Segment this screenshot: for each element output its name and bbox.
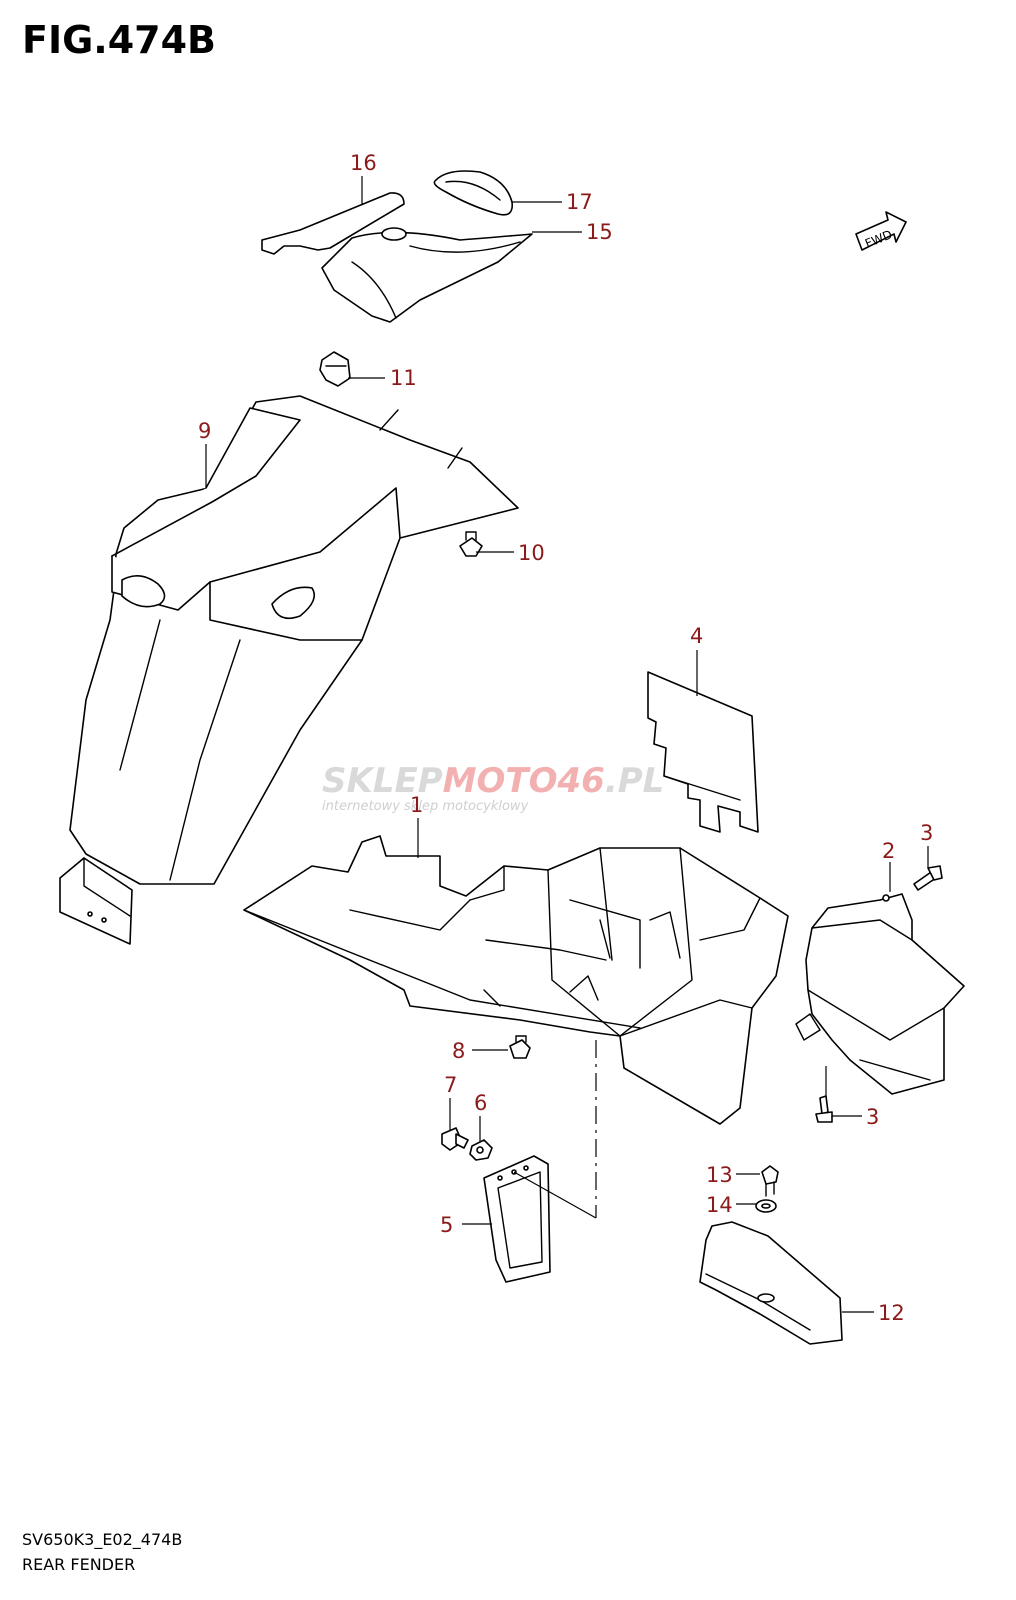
part-16-strap [261, 192, 405, 255]
callout-9: 9 [198, 419, 211, 443]
watermark-brand-part4: .PL [605, 761, 665, 801]
part-6-nut [469, 1139, 493, 1161]
callout-16: 16 [350, 151, 377, 175]
watermark: SKLEPMOTO46.PL internetowy sklep motocyk… [322, 761, 664, 814]
part-5-bracket [483, 1155, 551, 1283]
part-8-bolt [509, 1035, 531, 1059]
part-3-screw-upper [913, 865, 943, 891]
part-11-clip [319, 351, 351, 387]
callout-2: 2 [882, 839, 895, 863]
callout-8: 8 [452, 1039, 465, 1063]
part-1-inner-fender [243, 835, 789, 1125]
callout-11: 11 [390, 366, 417, 390]
callout-10: 10 [518, 541, 545, 565]
figure-code: SV650K3_E02_474B [22, 1530, 183, 1549]
part-12-plate [699, 1221, 843, 1345]
watermark-brand-part1: SKLEP [322, 761, 443, 801]
part-3-screw-lower [815, 1095, 833, 1123]
watermark-brand-part3: 46 [557, 761, 605, 801]
callout-5: 5 [440, 1213, 453, 1237]
part-4-plate [647, 671, 759, 833]
callout-17: 17 [566, 190, 593, 214]
part-9-rear-fender [59, 395, 519, 945]
leader-lines [205, 176, 929, 1313]
callout-15: 15 [586, 220, 613, 244]
figure-name: REAR FENDER [22, 1555, 136, 1574]
part-15-tool-bag [321, 227, 533, 323]
part-13-bolt [761, 1165, 779, 1197]
part-17-band [433, 170, 514, 216]
callouts: 16 17 15 11 9 10 4 1 2 3 3 8 7 6 5 13 14… [198, 151, 933, 1325]
callout-3-upper: 3 [920, 821, 933, 845]
part-7-bolt [441, 1127, 469, 1151]
callout-14: 14 [706, 1193, 733, 1217]
callout-6: 6 [474, 1091, 487, 1115]
watermark-tagline: internetowy sklep motocyklowy [322, 799, 529, 814]
callout-4: 4 [690, 624, 703, 648]
watermark-brand-part2: MOTO [443, 761, 558, 801]
part-14-washer [755, 1199, 777, 1213]
callout-7: 7 [444, 1073, 457, 1097]
fwd-arrow-icon: FWD [855, 211, 907, 251]
callout-13: 13 [706, 1163, 733, 1187]
callout-1: 1 [410, 793, 423, 817]
part-2-bracket [795, 893, 965, 1095]
callout-3-lower: 3 [866, 1105, 879, 1129]
callout-12: 12 [878, 1301, 905, 1325]
figure-title: FIG.474B [22, 18, 217, 62]
svg-text:SKLEPMOTO46.PL: SKLEPMOTO46.PL [322, 761, 664, 801]
